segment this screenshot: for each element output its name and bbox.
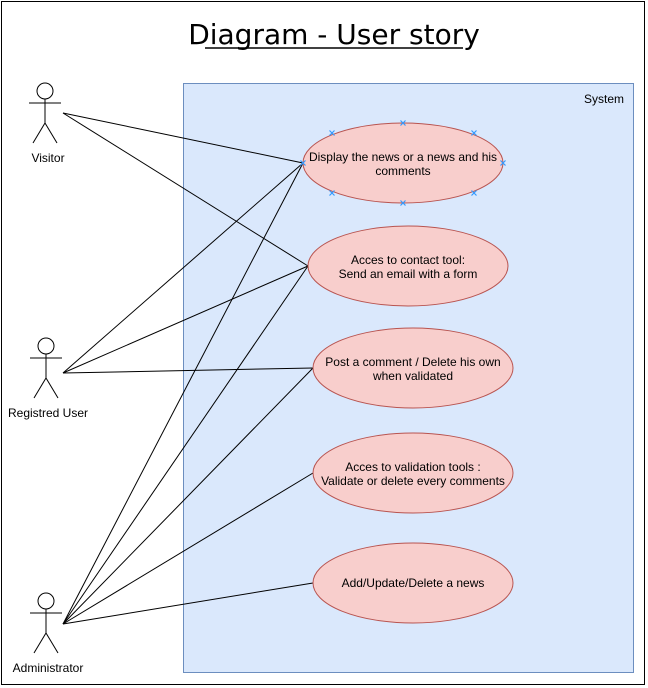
association-line-registered-uc2[interactable] [62, 265, 309, 374]
diagram-title: Diagram - User story [188, 18, 480, 51]
resize-handle[interactable] [329, 130, 335, 136]
association-line-registered-uc1[interactable] [62, 162, 304, 374]
association-line-admin-uc4[interactable] [62, 472, 314, 625]
use-case-ellipse[interactable] [312, 432, 514, 514]
resize-handle[interactable] [471, 130, 477, 136]
actor-head [37, 592, 55, 610]
resize-handle[interactable] [400, 200, 406, 206]
actor-visitor[interactable]: Visitor [29, 82, 65, 165]
actor-leg-left [32, 122, 46, 144]
system-label: System [584, 92, 624, 106]
use-case-label-line: Acces to validation tools : [345, 460, 480, 474]
association-line-admin-uc3[interactable] [62, 367, 314, 625]
resize-handle[interactable] [300, 160, 306, 166]
actor-label: Administrator [13, 661, 84, 675]
association-line-admin-uc2[interactable] [62, 265, 309, 625]
use-case-label-line: when validated [372, 369, 453, 383]
resize-handle[interactable] [471, 190, 477, 196]
selection-handles[interactable] [300, 120, 506, 206]
actor-label: Visitor [31, 151, 64, 165]
use-case-label-line: Post a comment / Delete his own [325, 355, 500, 369]
actor-leg-right [45, 632, 59, 654]
actor-administrator[interactable]: Administrator [13, 592, 84, 675]
association-line-registered-uc3[interactable] [62, 367, 314, 374]
use-case-label-line: comments [375, 164, 430, 178]
use-case-ellipse[interactable] [312, 327, 514, 409]
association-line-admin-uc1[interactable] [62, 162, 304, 625]
use-case-post-comment[interactable]: Post a comment / Delete his own when val… [312, 327, 514, 409]
association-line-visitor-uc1[interactable] [62, 112, 304, 164]
use-case-manage-news[interactable]: Add/Update/Delete a news [312, 542, 514, 624]
use-case-validation-tools[interactable]: Acces to validation tools : Validate or … [312, 432, 514, 514]
use-case-label-line: Validate or delete every comments [321, 474, 505, 488]
use-case-label-line: Send an email with a form [339, 267, 478, 281]
actor-leg-left [33, 632, 47, 654]
association-line-visitor-uc2[interactable] [62, 112, 309, 267]
actor-leg-right [45, 377, 59, 399]
actor-label: Registred User [8, 406, 88, 420]
use-case-display-news[interactable]: Display the news or a news and his comme… [302, 122, 504, 204]
actor-leg-left [33, 377, 47, 399]
use-case-contact-tool[interactable]: Acces to contact tool: Send an email wit… [307, 225, 509, 307]
association-line-admin-uc5[interactable] [62, 582, 314, 625]
resize-handle[interactable] [329, 190, 335, 196]
use-case-label-line: Acces to contact tool: [351, 253, 465, 267]
actor-head [37, 337, 55, 355]
association-lines [62, 112, 314, 625]
actor-leg-right [44, 122, 58, 144]
resize-handle[interactable] [400, 120, 406, 126]
actor-head [36, 82, 54, 100]
use-case-label-line: Display the news or a news and his [309, 150, 497, 164]
actor-registered-user[interactable]: Registred User [8, 337, 88, 420]
use-case-label-line: Add/Update/Delete a news [342, 576, 485, 590]
resize-handle[interactable] [500, 160, 506, 166]
use-case-ellipse[interactable] [312, 542, 514, 624]
use-case-ellipse[interactable] [307, 225, 509, 307]
